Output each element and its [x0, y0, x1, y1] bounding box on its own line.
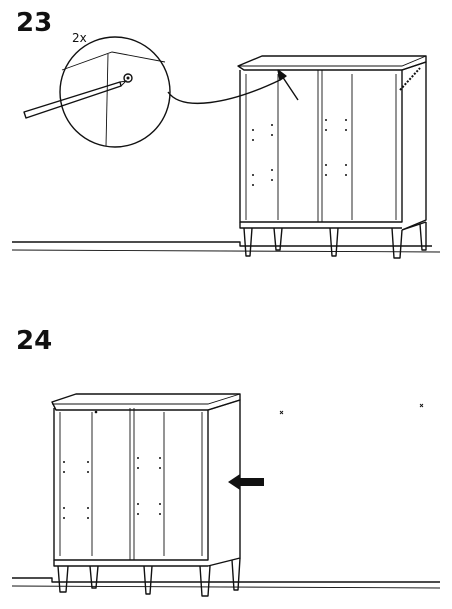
nail-line [399, 67, 421, 91]
detail-pointer [167, 79, 281, 104]
detail-magnifier [23, 36, 281, 148]
leg [329, 227, 339, 257]
arrow-icon [277, 69, 299, 101]
leg [231, 557, 241, 591]
leg [273, 227, 283, 251]
detail-circle [59, 36, 171, 148]
floor-line [12, 577, 440, 583]
cabinet-icon [237, 55, 427, 259]
quantity-label: 2x [72, 31, 87, 45]
marker [279, 410, 284, 415]
leg [57, 565, 69, 593]
step-number-24: 24 [16, 326, 53, 356]
leg [243, 227, 253, 257]
leg [89, 565, 99, 589]
leg [391, 227, 403, 259]
leg [143, 565, 153, 595]
floor-line [12, 241, 432, 247]
push-arrow-icon [228, 474, 264, 490]
shelf-holes [252, 119, 347, 186]
step-23-illustration [11, 36, 441, 259]
nail-icon [123, 73, 133, 83]
shelf-holes [63, 410, 161, 519]
floor-line-back [11, 249, 441, 253]
leg [199, 565, 211, 597]
marker [419, 403, 424, 408]
leg [419, 222, 427, 251]
hammer-icon [23, 80, 128, 119]
floor-line-back [11, 585, 441, 589]
step-24-illustration [11, 393, 441, 597]
step-number-23: 23 [16, 8, 53, 38]
cabinet-icon [51, 393, 241, 597]
